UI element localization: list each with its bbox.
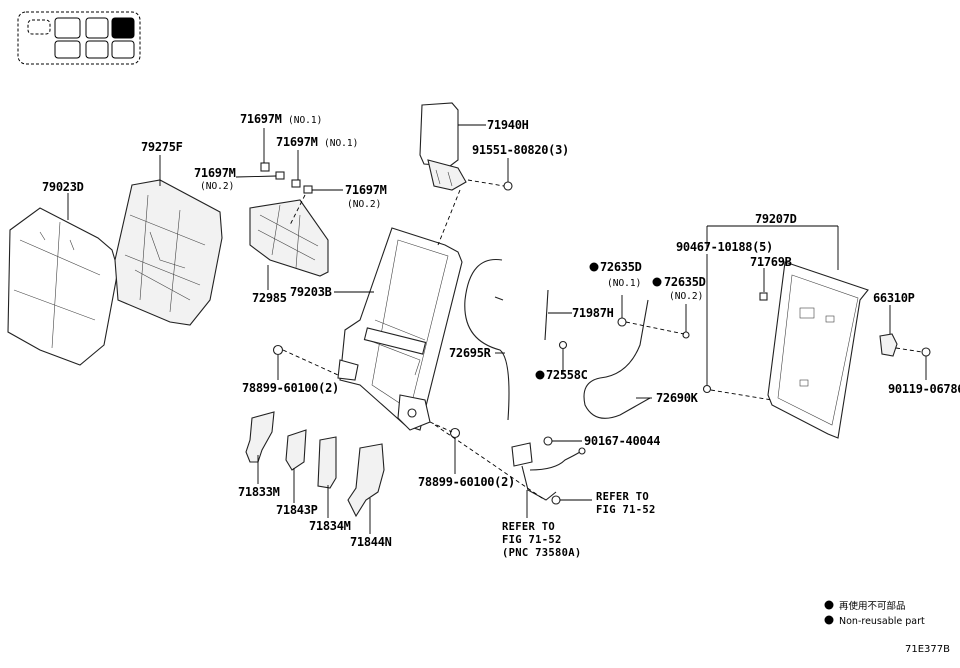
label-no2-c: (NO.2) [669, 291, 703, 302]
dash-90467 [710, 389, 773, 401]
figure-code: 71E377B [905, 644, 950, 655]
cable-end-a [494, 296, 504, 301]
label-no1-b: (NO.1) [324, 138, 358, 149]
refer-to-bottom: REFER TO [502, 521, 555, 533]
legend-dot-jp [824, 600, 834, 610]
label-90119: 90119-06786 [888, 382, 960, 396]
label-79207D: 79207D [755, 212, 797, 226]
label-91551: 91551-80820(3) [472, 143, 569, 157]
label-71843P: 71843P [276, 503, 318, 517]
dash-headrest-bolt [467, 179, 505, 187]
clip-71769B [759, 292, 768, 301]
label-79203B: 79203B [290, 285, 332, 299]
dash-78899-bottom [429, 421, 453, 433]
label-72985: 72985 [252, 291, 287, 305]
dash-78899-left [282, 349, 339, 376]
label-79275F: 79275F [141, 140, 183, 154]
label-79023D: 79023D [42, 180, 84, 194]
seatback-frame-part [337, 227, 463, 431]
label-no1-c: (NO.1) [607, 278, 641, 289]
bolt-91551 [503, 181, 513, 191]
dash-frame-belt [434, 424, 546, 501]
label-72690K: 72690K [656, 391, 699, 405]
label-72558C: 72558C [546, 368, 588, 382]
label-72635D-no2: 72635D [664, 275, 706, 289]
label-71697M-2: 71697M [276, 135, 318, 149]
label-no2-a: (NO.2) [200, 181, 234, 192]
bolt-refer-fig [551, 495, 561, 505]
latch-66310P [879, 333, 898, 357]
label-71940H: 71940H [487, 118, 529, 132]
label-72635D-no1: 72635D [600, 260, 642, 274]
label-71697M-3: 71697M [194, 166, 236, 180]
dash-clip [289, 194, 306, 226]
non-reusable-mark-72558C [535, 370, 545, 380]
label-71987H: 71987H [572, 306, 614, 320]
clip-72558C [558, 340, 568, 350]
non-reusable-mark-72635D-no1 [589, 262, 599, 272]
label-no2-b: (NO.2) [347, 199, 381, 210]
label-78899-bottom: 78899-60100(2) [418, 475, 515, 489]
seat-location-icon [17, 11, 141, 65]
label-90467: 90467-10188(5) [676, 240, 773, 254]
dash-66310P [895, 347, 923, 353]
dash-headrest-frame [437, 189, 461, 246]
refer-to-right: REFER TO [596, 491, 649, 503]
cable-71987H [544, 289, 549, 341]
label-90167: 90167-40044 [584, 434, 660, 448]
belt-harness-part [511, 436, 586, 501]
clip-parts [260, 162, 313, 194]
hinge-covers-part [245, 411, 385, 518]
cable-72690K [583, 299, 651, 419]
refer-pnc-bottom: (PNC 73580A) [502, 547, 581, 559]
bolt-78899-left [272, 344, 284, 356]
refer-fig-bottom: FIG 71-52 [502, 534, 562, 546]
label-71833M: 71833M [238, 485, 280, 499]
bolt-78899-bottom [449, 427, 461, 439]
label-71844N: 71844N [350, 535, 392, 549]
selected-seat-highlight [111, 17, 135, 39]
legend-jp: 再使用不可部品 [839, 600, 906, 612]
refer-fig-right: FIG 71-52 [596, 504, 656, 516]
seatback-board-part [249, 199, 329, 277]
seatback-pad-part [114, 179, 223, 326]
seatback-cushion-part [7, 207, 119, 366]
label-71834M: 71834M [309, 519, 351, 533]
clip-72635D-no2 [682, 331, 690, 339]
legend-dot-en [824, 615, 834, 625]
legend-en: Non-reusable part [839, 616, 925, 627]
label-66310P: 66310P [873, 291, 915, 305]
seatback-board-79207D [767, 261, 869, 439]
label-71769B: 71769B [750, 255, 792, 269]
clip-72635D-no1 [617, 317, 627, 327]
dash-72635D [625, 321, 685, 335]
label-78899-left: 78899-60100(2) [242, 381, 339, 395]
label-no1-a: (NO.1) [288, 115, 322, 126]
label-71697M-1: 71697M [240, 112, 282, 126]
leader-71697M-c [235, 175, 277, 178]
non-reusable-mark-72635D-no2 [652, 277, 662, 287]
cable-72695R [464, 258, 510, 421]
label-72695R: 72695R [449, 346, 492, 360]
clip-90467 [702, 384, 712, 394]
label-71697M-4: 71697M [345, 183, 387, 197]
screw-90119 [921, 347, 931, 357]
headrest-part [419, 102, 467, 191]
